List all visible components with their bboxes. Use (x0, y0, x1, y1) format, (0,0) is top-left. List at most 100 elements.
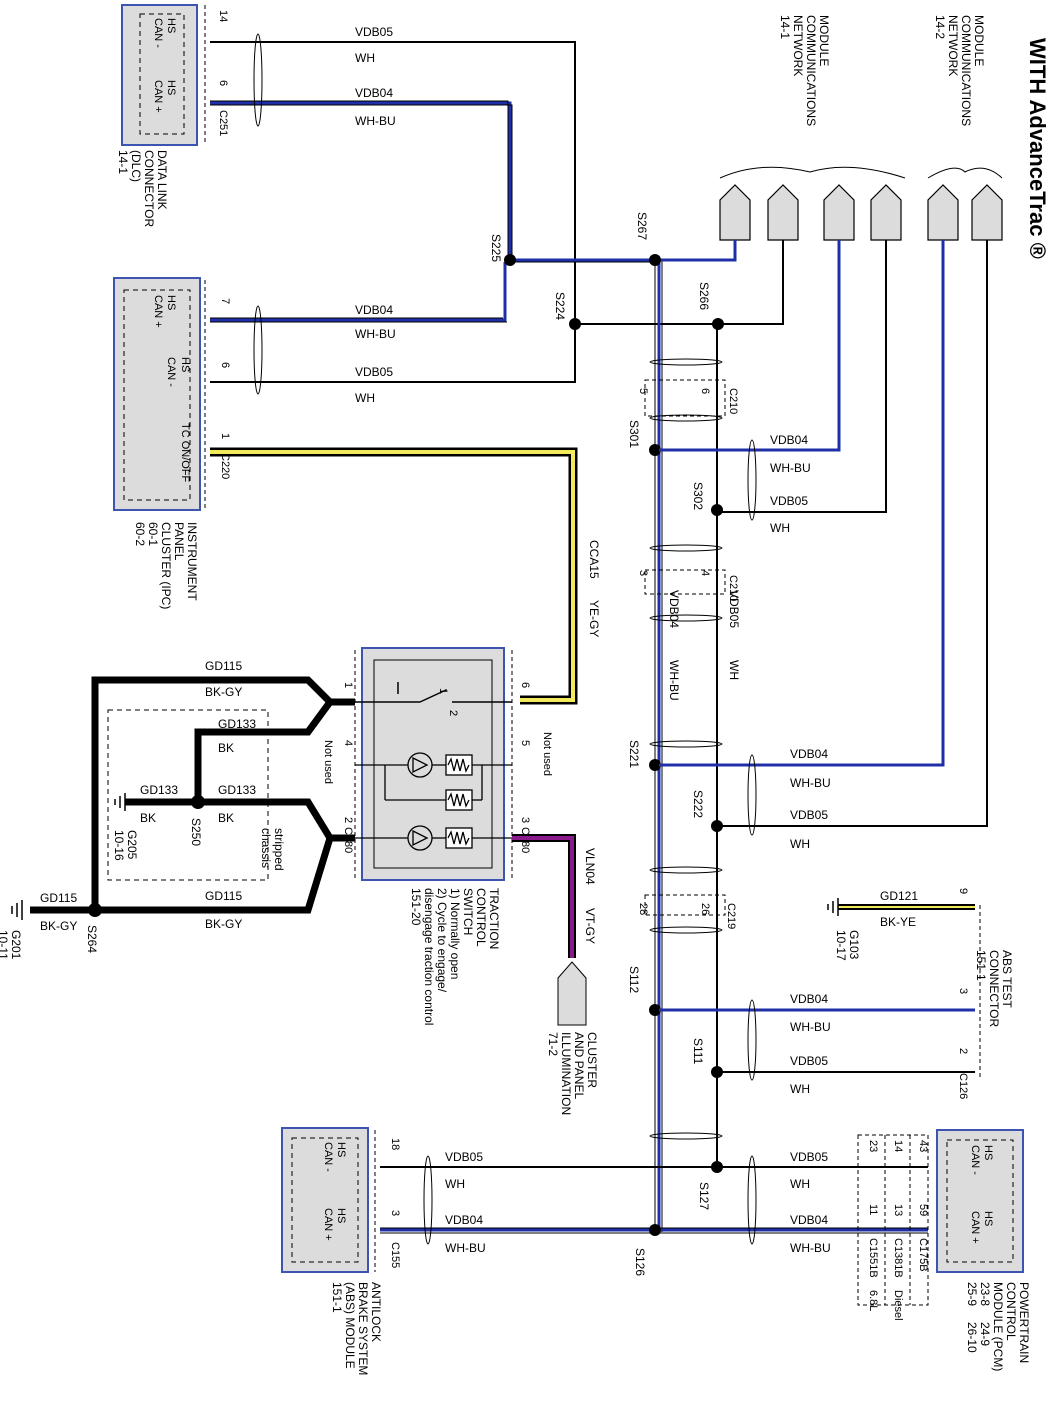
svg-text:10-11: 10-11 (0, 930, 10, 960)
stripped-chassis-label: stripped chassis (259, 828, 286, 871)
bus-twist-markers (649, 358, 723, 1140)
pcm-caption: POWERTRAIN CONTROL MODULE (PCM) 23-8 24-… (965, 1282, 1031, 1371)
splice-label: S112 (627, 966, 641, 993)
wire-label: BK-GY (40, 919, 77, 933)
wire-label: GD133 (218, 717, 256, 731)
illumination-connector-arrow (557, 961, 587, 1026)
svg-text:1: 1 (342, 682, 354, 688)
svg-text:VDB04: VDB04 (667, 590, 681, 628)
svg-text:9: 9 (957, 888, 969, 894)
lamp-icon (355, 752, 512, 811)
wire-label: VDB05 (790, 808, 828, 822)
ipc-caption: INSTRUMENT PANEL CLUSTER (IPC) 60-1 60-2 (133, 522, 199, 609)
wire-label: GD115 (40, 891, 77, 905)
wire-vln04-label: VLN04 VT-GY (583, 848, 597, 944)
dlc-pin-numbers: 14 6 C251 (217, 10, 229, 136)
svg-text:CLUSTER (IPC): CLUSTER (IPC) (159, 522, 173, 609)
splice-label: S225 (489, 234, 503, 262)
wire-vdb04-dlc (210, 101, 655, 262)
svg-text:NETWORK: NETWORK (946, 15, 960, 76)
wire-label: VDB05 (355, 25, 393, 39)
dlc-caption: DATA LINK CONNECTOR (DLC) 14-1 (116, 150, 169, 227)
svg-text:INSTRUMENT: INSTRUMENT (185, 522, 199, 601)
wire-label: WH (770, 521, 790, 535)
switch-caption: TRACTION CONTROL SWITCH 1) Normally open… (409, 888, 501, 1025)
ipc-pin-numbers: 7 6 1 C220 (219, 298, 231, 479)
wire-label: WH (790, 1082, 810, 1096)
splice-s250 (191, 795, 205, 809)
svg-text:2: 2 (447, 710, 459, 716)
wire-label: WH-BU (790, 1020, 831, 1034)
wire-label: VDB05 (355, 365, 393, 379)
wire-label: WH-BU (355, 327, 396, 341)
g205-label: G205 10-16 (112, 830, 139, 861)
svg-text:Diesel: Diesel (892, 1290, 904, 1321)
twisted-pair-marker (747, 999, 757, 1081)
ground-symbol-g201 (11, 900, 23, 920)
splice-s301 (649, 444, 661, 456)
svg-text:CONTROL: CONTROL (474, 888, 488, 947)
svg-text:stripped: stripped (272, 828, 286, 871)
svg-text:CONNECTOR: CONNECTOR (142, 150, 156, 227)
splice-s264 (88, 903, 102, 917)
wire-label: GD133 (140, 783, 178, 797)
wire-label: WH (790, 1177, 810, 1191)
svg-text:VLN04: VLN04 (583, 848, 597, 885)
svg-text:VT-GY: VT-GY (583, 908, 597, 944)
wire-vln04 (512, 834, 576, 958)
svg-text:C126: C126 (957, 1073, 969, 1099)
splice-label: S127 (697, 1182, 711, 1210)
svg-text:S224: S224 (553, 292, 567, 320)
ipc-pin-labels: HS CAN + HS CAN - TC ON/OFF (152, 295, 191, 483)
svg-text:HS: HS (982, 1145, 994, 1160)
svg-text:CAN -: CAN - (969, 1145, 981, 1175)
svg-text:MODULE (PCM): MODULE (PCM) (991, 1282, 1005, 1371)
dlc-pin-labels: HS CAN - HS CAN + (152, 18, 177, 113)
svg-text:6.8L: 6.8L (867, 1290, 879, 1311)
svg-text:DATA LINK: DATA LINK (155, 150, 169, 210)
wire-label: VDB05 (445, 1150, 483, 1164)
pcm-module (936, 1129, 1024, 1273)
svg-text:CAN -: CAN - (165, 357, 177, 387)
wire-gd133-upper (194, 698, 355, 802)
svg-text:6: 6 (217, 80, 229, 86)
wire-label: VDB05 (770, 494, 808, 508)
svg-text:5: 5 (637, 388, 649, 394)
svg-text:NETWORK: NETWORK (791, 15, 805, 76)
svg-text:Not used: Not used (322, 740, 334, 784)
network-arrow (767, 184, 799, 241)
svg-text:14-1: 14-1 (778, 15, 792, 39)
svg-text:CLUSTER: CLUSTER (585, 1032, 599, 1088)
twisted-pair-marker (253, 33, 263, 127)
abs-test-pins: 9 3 2 C126 (957, 888, 969, 1099)
splice-label: S224 (553, 292, 567, 320)
svg-text:26: 26 (699, 903, 711, 915)
svg-text:(ABS) MODULE: (ABS) MODULE (343, 1282, 357, 1369)
wire-label: WH (355, 51, 375, 65)
svg-text:CAN +: CAN + (322, 1208, 334, 1241)
twisted-pair-marker (747, 754, 757, 836)
switch-contact-icon (355, 682, 512, 703)
twisted-pair-marker (253, 305, 263, 395)
splice-s127 (711, 1161, 723, 1173)
splice-label: S266 (697, 282, 711, 310)
splice-label: S264 (85, 925, 99, 953)
splice-label: S302 (691, 482, 705, 510)
svg-text:WITH AdvanceTrac ®: WITH AdvanceTrac ® (1025, 38, 1050, 259)
svg-text:YE-GY: YE-GY (587, 600, 601, 637)
svg-text:2: 2 (342, 817, 354, 823)
diagram-title: WITH AdvanceTrac ® (1025, 38, 1050, 259)
wire-label: VDB05 (790, 1150, 828, 1164)
g103-label: G103 10-17 (834, 930, 861, 961)
wire-label: BK (218, 741, 234, 755)
wire-label: WH-BU (790, 1241, 831, 1255)
svg-text:G205: G205 (125, 830, 139, 860)
svg-text:4: 4 (342, 740, 354, 746)
svg-text:HS: HS (335, 1142, 347, 1157)
svg-text:13: 13 (892, 1204, 904, 1216)
pcm-pin-box (946, 1139, 1014, 1263)
svg-text:23: 23 (867, 1140, 879, 1152)
svg-text:18: 18 (389, 1138, 401, 1150)
svg-text:C155: C155 (389, 1242, 401, 1268)
